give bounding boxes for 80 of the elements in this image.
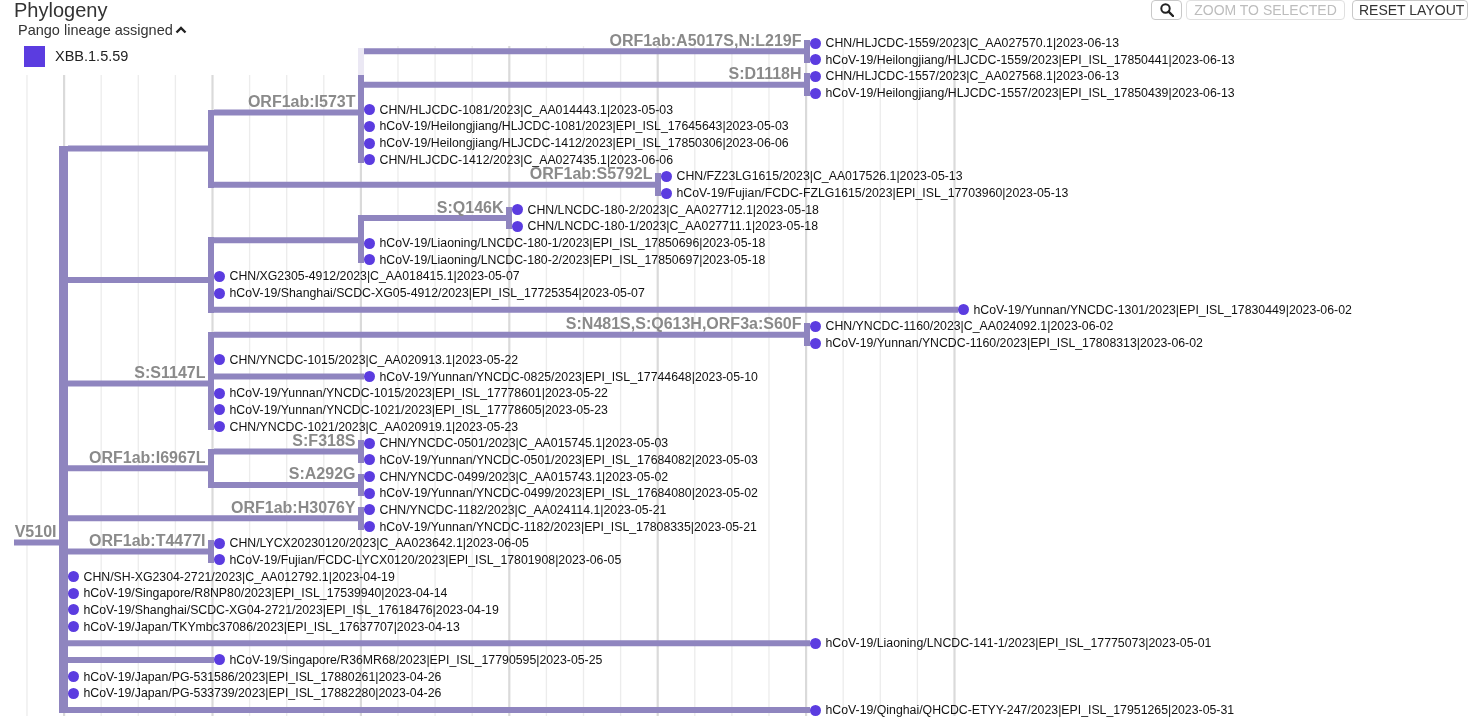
branch-line [214,181,655,188]
mutation-label: S:D1118H [728,66,802,82]
branch-line [68,380,208,387]
mutation-label: ORF1ab:H3076Y [231,499,356,515]
branch-line [214,373,364,380]
sequence-name: hCoV-19/Yunnan/YNCDC-1015/2023|EPI_ISL_17778601|2023-05-22 [229,387,608,400]
sequence-name: hCoV-19/Liaoning/LNCDC-180-1/2023|EPI_ISL_17850696|2023-05-18 [379,237,766,250]
sequence-name: hCoV-19/Liaoning/LNCDC-180-2/2023|EPI_ISL_17850697|2023-05-18 [379,253,766,266]
branch-line [214,109,358,116]
branch-line [364,81,804,88]
sequence-name: CHN/YNCDC-0499/2023|C_AA015743.1|2023-05-02 [379,470,669,483]
sequence-name: hCoV-19/Yunnan/YNCDC-0499/2023|EPI_ISL_17684080|2023-05-02 [379,487,758,500]
sequence-name: hCoV-19/Yunnan/YNCDC-1301/2023|EPI_ISL_17830449|2023-06-02 [973,303,1352,316]
sequence-name: CHN/FZ23LG1615/2023|C_AA017526.1|2023-05-13 [676,170,963,183]
sequence-name: hCoV-19/Fujian/FCDC-FZLG1615/2023|EPI_ISL_17703960|2023-05-13 [676,187,1069,200]
branch-line [14,539,59,546]
reset-layout-button: RESET LAYOUT [1352,0,1468,20]
mutation-label: ORF1ab:I573T [247,94,356,110]
branch-line [68,707,810,713]
mutation-label: S:N481S,S:Q613H,ORF3a:S60F [565,316,802,332]
sequence-name: hCoV-19/Japan/TKYmbc37086/2023|EPI_ISL_17637707|2023-04-13 [83,620,460,633]
branch-line [214,237,358,244]
mutation-label: ORF1ab:T4477I [89,533,206,549]
sequence-name: hCoV-19/Fujian/FCDC-LYCX0120/2023|EPI_ISL_17801908|2023-06-05 [229,553,622,566]
sequence-name: hCoV-19/Singapore/R8NP80/2023|EPI_ISL_17539940|2023-04-14 [83,587,448,600]
branch-line [68,548,208,555]
sequence-name: CHN/XG2305-4912/2023|C_AA018415.1|2023-05-07 [229,270,520,283]
branch-line [214,448,358,455]
sequence-name: hCoV-19/Japan/PG-531586/2023|EPI_ISL_17880261|2023-04-26 [83,670,442,683]
sequence-name: hCoV-19/Yunnan/YNCDC-1160/2023|EPI_ISL_17808313|2023-06-02 [825,337,1203,350]
sequence-name: CHN/YNCDC-1021/2023|C_AA020919.1|2023-05-23 [229,420,519,433]
sequence-name: CHN/YNCDC-1182/2023|C_AA024114.1|2023-05-21 [379,503,667,516]
branch-line [68,640,810,647]
sequence-name: hCoV-19/Heilongjiang/HLJCDC-1412/2023|EPI_ISL_17850306|2023-06-06 [379,137,789,150]
branch-line [214,481,358,488]
mutation-label: ORF1ab:I6967L [89,449,206,465]
legend-label: XBB.1.5.59 [55,48,129,65]
sequence-name: hCoV-19/Japan/PG-533739/2023|EPI_ISL_17882280|2023-04-26 [83,687,442,700]
sequence-name: hCoV-19/Qinghai/QHCDC-ETYY-247/2023|EPI_ISL_17951265|2023-05-31 [825,704,1235,716]
sequence-name: hCoV-19/Liaoning/LNCDC-141-1/2023|EPI_ISL_17775073|2023-05-01 [825,637,1212,650]
sequence-name: hCoV-19/Heilongjiang/HLJCDC-1557/2023|EPI_ISL_17850439|2023-06-13 [825,87,1235,99]
sequence-name: hCoV-19/Shanghai/SCDC-XG05-4912/2023|EPI_ISL_17725354|2023-05-07 [229,287,645,300]
branch-line [214,331,804,338]
mutation-label: S:F318S [292,433,356,449]
sequence-name: CHN/SH-XG2304-2721/2023|C_AA012792.1|2023-04-19 [83,570,395,583]
branch-line [68,145,208,152]
sequence-name: CHN/YNCDC-1160/2023|C_AA024092.1|2023-06-02 [825,320,1114,333]
sequence-name: CHN/YNCDC-0501/2023|C_AA015745.1|2023-05-03 [379,437,669,450]
sequence-name: hCoV-19/Yunnan/YNCDC-1182/2023|EPI_ISL_17808335|2023-05-21 [379,520,757,533]
sequence-name: CHN/HLJCDC-1559/2023|C_AA027570.1|2023-06-13 [825,37,1119,49]
sequence-name: hCoV-19/Heilongjiang/HLJCDC-1559/2023|EPI_ISL_17850441|2023-06-13 [825,53,1235,66]
sequence-name: CHN/LNCDC-180-1/2023|C_AA027711.1|2023-05-18 [527,220,819,233]
branch-line [68,657,214,663]
sequence-name: hCoV-19/Yunnan/YNCDC-0825/2023|EPI_ISL_17744648|2023-05-10 [379,370,758,383]
mutation-label: S:A292G [288,466,356,482]
sequence-name: CHN/HLJCDC-1557/2023|C_AA027568.1|2023-06-13 [825,70,1119,83]
sequence-name: hCoV-19/Shanghai/SCDC-XG04-2721/2023|EPI_ISL_17618476|2023-04-19 [83,603,499,616]
sequence-name: CHN/HLJCDC-1412/2023|C_AA027435.1|2023-06-06 [379,153,673,166]
branch-line [364,215,506,222]
sequence-name: CHN/YNCDC-1015/2023|C_AA020913.1|2023-05-22 [229,353,519,366]
branch-line [364,48,804,55]
sequence-name: CHN/LNCDC-180-2/2023|C_AA027712.1|2023-05-18 [527,203,819,216]
branch-line [214,306,958,313]
sequence-name: hCoV-19/Yunnan/YNCDC-0501/2023|EPI_ISL_17684082|2023-05-03 [379,453,758,466]
sequence-name: hCoV-19/Singapore/R36MR68/2023|EPI_ISL_17790595|2023-05-25 [229,653,603,666]
panel-title: Phylogeny [14,0,108,20]
zoom-to-selected-button: ZOOM TO SELECTED [1186,0,1345,20]
mutation-label: ORF1ab:A5017S,N:L219F [609,32,802,48]
mutation-label: V510I [14,524,57,540]
branch-line [68,465,208,472]
branch-line [68,515,358,522]
branch-line [68,276,208,283]
sequence-name: hCoV-19/Heilongjiang/HLJCDC-1081/2023|EPI_ISL_17645643|2023-05-03 [379,120,789,133]
sequence-name: CHN/HLJCDC-1081/2023|C_AA014443.1|2023-05-03 [379,103,673,116]
mutation-label: ORF1ab:S5792L [529,166,653,182]
mutation-label: S:Q146K [436,199,504,215]
sequence-name: hCoV-19/Yunnan/YNCDC-1021/2023|EPI_ISL_17778605|2023-05-23 [229,403,608,416]
mutation-label: S:S1147L [134,365,206,380]
legend-heading: Pango lineage assigned [18,22,173,38]
sequence-name: CHN/LYCX20230120/2023|C_AA023642.1|2023-06-05 [229,537,529,550]
